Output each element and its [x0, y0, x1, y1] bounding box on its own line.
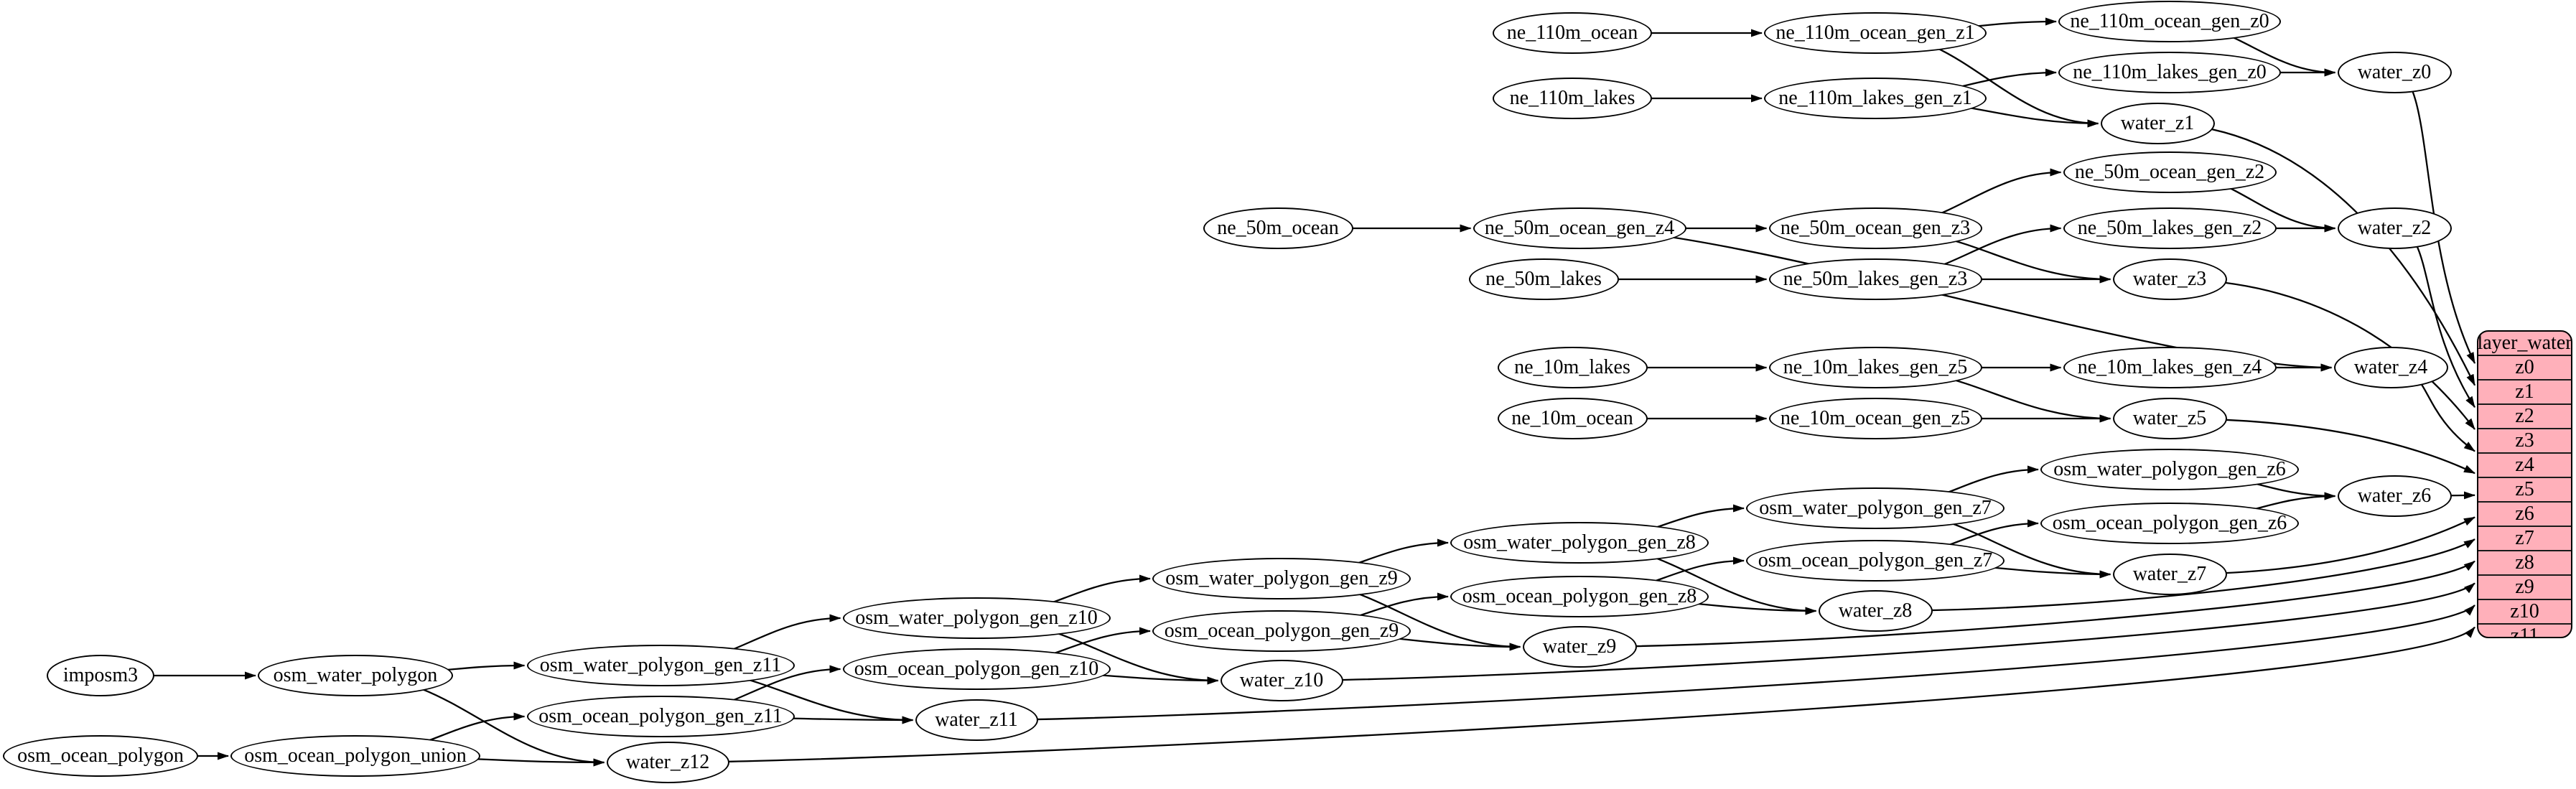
- node-osm-water-polygon-gen-z9: osm_water_polygon_gen_z9: [1152, 558, 1411, 599]
- node-ne-50m-ocean: ne_50m_ocean: [1203, 207, 1353, 249]
- layer-water-row-z4: z4: [2478, 452, 2571, 477]
- node-ne-110m-lakes-gen-z1: ne_110m_lakes_gen_z1: [1764, 78, 1987, 119]
- node-ne-110m-lakes: ne_110m_lakes: [1493, 78, 1652, 119]
- node-water-z10: water_z10: [1220, 660, 1343, 701]
- node-water-z8: water_z8: [1818, 590, 1933, 632]
- edge-water_z7-to-layer_water-z7: [2169, 516, 2475, 576]
- node-water-z11: water_z11: [915, 699, 1038, 741]
- node-water-z4: water_z4: [2333, 347, 2448, 388]
- layer-water-row-z9: z9: [2478, 574, 2571, 599]
- layer-water-row-z10: z10: [2478, 599, 2571, 623]
- node-ne-110m-ocean: ne_110m_ocean: [1493, 12, 1652, 54]
- edge-water_z10-to-layer_water-z10: [1281, 582, 2475, 682]
- node-osm-ocean-polygon-gen-z7: osm_ocean_polygon_gen_z7: [1746, 540, 2005, 582]
- layer-water-table: layer_water z0z1z2z3z4z5z6z7z8z9z10z11z1…: [2477, 330, 2572, 638]
- node-water-z2: water_z2: [2337, 207, 2452, 249]
- node-ne-50m-lakes: ne_50m_lakes: [1468, 258, 1619, 300]
- node-osm-ocean-polygon-union: osm_ocean_polygon_union: [230, 735, 480, 777]
- node-osm-water-polygon-gen-z8: osm_water_polygon_gen_z8: [1450, 522, 1709, 564]
- node-ne-50m-ocean-gen-z3: ne_50m_ocean_gen_z3: [1768, 207, 1982, 249]
- node-water-z0: water_z0: [2337, 52, 2452, 93]
- node-ne-10m-ocean: ne_10m_ocean: [1497, 398, 1648, 439]
- layer-water-row-z8: z8: [2478, 550, 2571, 574]
- edge-ne_50m_ocean_gen_z4-to-water_z4: [1579, 227, 2333, 372]
- node-osm-water-polygon-gen-z6: osm_water_polygon_gen_z6: [2040, 449, 2299, 490]
- edge-water_z1-to-layer_water-z1: [2157, 122, 2476, 386]
- layer-water-row-z6: z6: [2478, 501, 2571, 526]
- node-ne-110m-ocean-gen-z0: ne_110m_ocean_gen_z0: [2058, 1, 2281, 42]
- edge-water_z3-to-layer_water-z3: [2169, 278, 2475, 430]
- node-ne-110m-lakes-gen-z0: ne_110m_lakes_gen_z0: [2058, 52, 2281, 93]
- node-water-z6: water_z6: [2337, 475, 2452, 517]
- edge-water_z8-to-layer_water-z8: [1875, 538, 2475, 612]
- node-osm-ocean-polygon-gen-z11: osm_ocean_polygon_gen_z11: [526, 696, 795, 737]
- node-water-z1: water_z1: [2100, 103, 2215, 144]
- node-imposm3: imposm3: [47, 655, 154, 696]
- node-osm-ocean-polygon: osm_ocean_polygon: [3, 735, 198, 777]
- node-ne-10m-lakes-gen-z4: ne_10m_lakes_gen_z4: [2063, 347, 2277, 388]
- node-ne-50m-ocean-gen-z4: ne_50m_ocean_gen_z4: [1473, 207, 1686, 249]
- node-osm-ocean-polygon-gen-z8: osm_ocean_polygon_gen_z8: [1450, 576, 1709, 617]
- node-water-z9: water_z9: [1522, 626, 1637, 668]
- layer-water-row-z5: z5: [2478, 477, 2571, 501]
- node-ne-50m-lakes-gen-z2: ne_50m_lakes_gen_z2: [2063, 207, 2277, 249]
- node-ne-10m-lakes-gen-z5: ne_10m_lakes_gen_z5: [1768, 347, 1982, 388]
- edge-water_z11-to-layer_water-z11: [976, 604, 2475, 722]
- node-ne-10m-lakes: ne_10m_lakes: [1497, 347, 1648, 388]
- layer-water-title: layer_water: [2477, 332, 2572, 354]
- node-water-z7: water_z7: [2112, 554, 2227, 595]
- layer-water-row-z1: z1: [2478, 379, 2571, 403]
- node-ne-50m-lakes-gen-z3: ne_50m_lakes_gen_z3: [1768, 258, 1982, 300]
- layer-water-row-z2: z2: [2478, 403, 2571, 428]
- edge-water_z9-to-layer_water-z9: [1579, 560, 2475, 648]
- node-osm-water-polygon-gen-z11: osm_water_polygon_gen_z11: [526, 645, 795, 686]
- node-osm-ocean-polygon-gen-z10: osm_ocean_polygon_gen_z10: [842, 648, 1111, 690]
- node-osm-water-polygon: osm_water_polygon: [258, 655, 453, 696]
- node-water-z5: water_z5: [2112, 398, 2227, 439]
- node-ne-110m-ocean-gen-z1: ne_110m_ocean_gen_z1: [1764, 12, 1987, 54]
- node-osm-ocean-polygon-gen-z6: osm_ocean_polygon_gen_z6: [2040, 503, 2299, 544]
- node-osm-water-polygon-gen-z10: osm_water_polygon_gen_z10: [842, 597, 1111, 639]
- node-water-z12: water_z12: [606, 742, 729, 783]
- node-osm-water-polygon-gen-z7: osm_water_polygon_gen_z7: [1746, 487, 2005, 529]
- node-osm-ocean-polygon-gen-z9: osm_ocean_polygon_gen_z9: [1152, 610, 1411, 652]
- edge-water_z12-to-layer_water-z12+: [667, 626, 2475, 764]
- layer-water-row-z0: z0: [2478, 355, 2571, 379]
- layer-water-row-z7: z7: [2478, 526, 2571, 550]
- node-ne-10m-ocean-gen-z5: ne_10m_ocean_gen_z5: [1768, 398, 1982, 439]
- layer-water-row-z3: z3: [2478, 428, 2571, 452]
- node-water-z3: water_z3: [2112, 258, 2227, 300]
- layer-water-row-z11: z11: [2478, 623, 2571, 637]
- node-ne-50m-ocean-gen-z2: ne_50m_ocean_gen_z2: [2063, 151, 2277, 193]
- edge-water_z5-to-layer_water-z5: [2169, 417, 2475, 475]
